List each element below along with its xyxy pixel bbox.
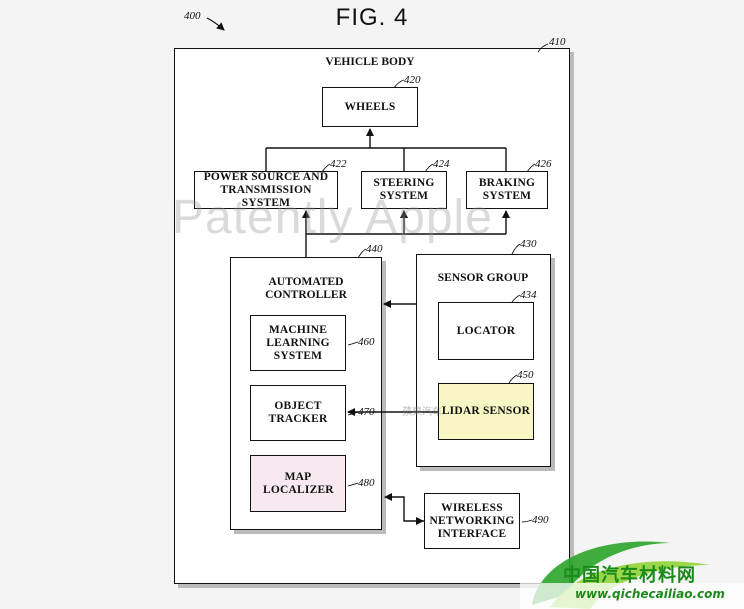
wheels-label: WHEELS bbox=[344, 100, 396, 113]
automated-controller-ref: 440 bbox=[366, 243, 383, 255]
machine-learning-label: MACHINE LEARNING SYSTEM bbox=[266, 323, 330, 362]
small-watermark: 蘋果汽车 bbox=[402, 407, 442, 418]
sensor-group-label: SENSOR GROUP bbox=[437, 272, 529, 284]
machine-learning-box: MACHINE LEARNING SYSTEM bbox=[250, 315, 346, 371]
vehicle-body-label: VEHICLE BODY bbox=[325, 56, 415, 68]
machine-learning-ref: 460 bbox=[358, 336, 375, 348]
lidar-sensor-box: LIDAR SENSOR bbox=[438, 383, 534, 440]
wheels-box: WHEELS bbox=[322, 87, 418, 127]
reference-leader-lines bbox=[321, 43, 549, 523]
steering-box: STEERING SYSTEM bbox=[361, 171, 447, 209]
map-localizer-box: MAP LOCALIZER bbox=[250, 455, 346, 512]
power-transmission-label: POWER SOURCE AND TRANSMISSION SYSTEM bbox=[203, 170, 329, 209]
figure-title: FIG. 4 bbox=[335, 4, 409, 31]
map-localizer-ref: 480 bbox=[358, 477, 375, 489]
site-logo-url: www.qichecailiao.com bbox=[575, 587, 725, 601]
braking-label: BRAKING SYSTEM bbox=[478, 177, 536, 202]
wireless-interface-ref: 490 bbox=[532, 514, 549, 526]
object-tracker-label: OBJECT TRACKER bbox=[268, 400, 328, 425]
locator-ref: 434 bbox=[520, 289, 537, 301]
object-tracker-box: OBJECT TRACKER bbox=[250, 385, 346, 441]
site-logo-chinese-name: 中国汽车材料网 bbox=[563, 565, 696, 586]
site-logo-swoosh-icon bbox=[520, 541, 744, 609]
steering-ref: 424 bbox=[433, 158, 450, 170]
patently-apple-watermark: Patently Apple bbox=[172, 191, 493, 244]
automated-controller-label: AUTOMATED CONTROLLER bbox=[265, 276, 347, 301]
power-transmission-ref: 422 bbox=[330, 158, 347, 170]
braking-ref: 426 bbox=[535, 158, 552, 170]
power-transmission-box: POWER SOURCE AND TRANSMISSION SYSTEM bbox=[194, 171, 338, 209]
figure-ref-pointer bbox=[206, 17, 225, 31]
sensor-group-ref: 430 bbox=[520, 238, 537, 250]
figure-ref-number: 400 bbox=[184, 10, 201, 22]
controller-side-arrowhead bbox=[384, 493, 392, 501]
steering-label: STEERING SYSTEM bbox=[373, 177, 435, 202]
wireless-side-arrowhead bbox=[416, 517, 424, 525]
wireless-to-controller-link bbox=[387, 496, 424, 522]
locator-label: LOCATOR bbox=[456, 324, 516, 337]
wireless-interface-box: WIRELESS NETWORKING INTERFACE bbox=[424, 493, 520, 549]
map-localizer-label: MAP LOCALIZER bbox=[263, 470, 334, 496]
vehicle-body-ref: 410 bbox=[549, 36, 566, 48]
wireless-interface-label: WIRELESS NETWORKING INTERFACE bbox=[429, 501, 515, 540]
lidar-sensor-label: LIDAR SENSOR bbox=[441, 405, 531, 417]
lidar-sensor-ref: 450 bbox=[517, 369, 534, 381]
wheels-ref: 420 bbox=[404, 74, 421, 86]
braking-box: BRAKING SYSTEM bbox=[466, 171, 548, 209]
locator-box: LOCATOR bbox=[438, 302, 534, 360]
